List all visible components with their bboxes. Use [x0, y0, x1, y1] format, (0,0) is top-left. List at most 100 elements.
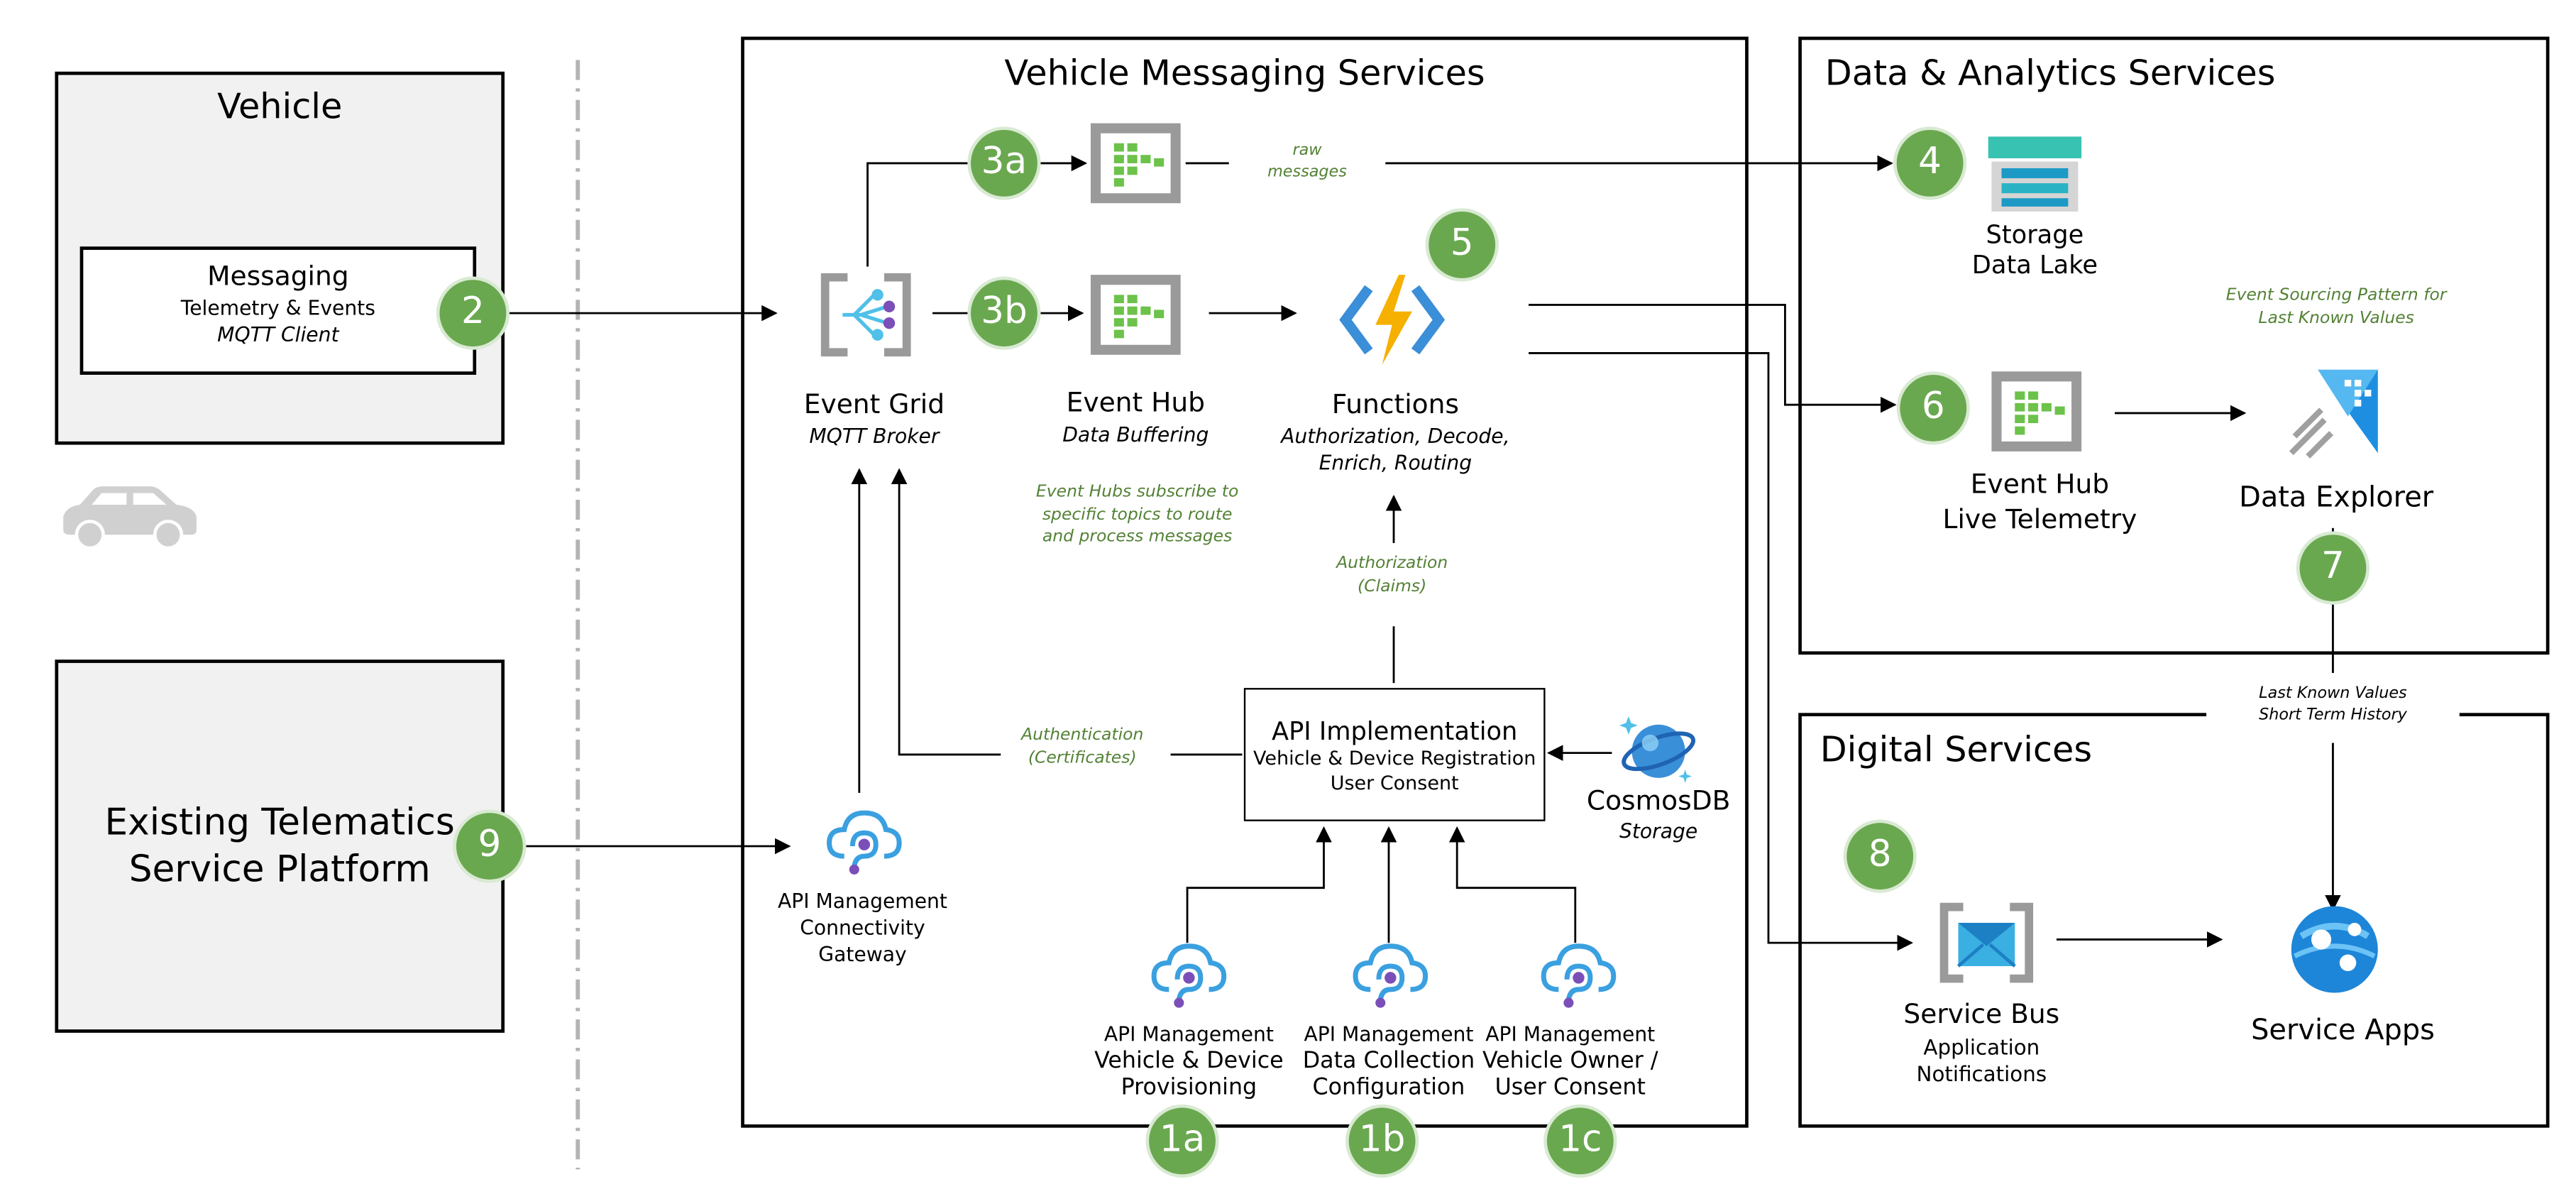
- event-sourcing-note-line1: Event Sourcing Pattern for: [2225, 286, 2447, 305]
- messaging-line2: MQTT Client: [217, 323, 339, 347]
- service-apps-label: Service Apps: [2251, 1014, 2435, 1048]
- apim-owner-line2: Vehicle Owner /: [1482, 1047, 1658, 1075]
- car-icon: [63, 486, 197, 550]
- step-badge-1a: 1a: [1149, 1107, 1216, 1175]
- vms-title: Vehicle Messaging Services: [1004, 53, 1485, 94]
- apim-data-collection-label: API Management Data Collection Configura…: [1282, 1021, 1495, 1101]
- apim-provisioning-label: API Management Vehicle & Device Provisio…: [1082, 1021, 1295, 1101]
- digital-title: Digital Services: [1820, 729, 2093, 770]
- event-grid-label: Event Grid: [803, 388, 945, 420]
- digital-services-panel: [1798, 713, 2550, 1128]
- arrow-auth-to-event-grid: [891, 468, 1001, 756]
- step-badge-6: 6: [1900, 374, 1967, 442]
- vehicle-messaging-services-panel: [741, 36, 1749, 1128]
- api-impl-line2: User Consent: [1330, 771, 1459, 795]
- event-hubs-note-line2: specific topics to route: [1042, 505, 1233, 524]
- event-hub-buffering-icon: [1090, 275, 1181, 355]
- vehicle-title: Vehicle: [217, 87, 343, 127]
- storage-label-line1: Storage: [1986, 219, 2084, 250]
- cosmosdb-sub: Storage: [1619, 819, 1698, 843]
- api-management-data-collection-icon: [1353, 943, 1429, 1008]
- step-badge-1b: 1b: [1348, 1107, 1416, 1175]
- analytics-title: Data & Analytics Services: [1824, 53, 2276, 94]
- api-implementation-box: [1243, 688, 1546, 821]
- apim-data-collection-line2: Data Collection: [1302, 1047, 1475, 1075]
- storage-label: Storage Data Lake: [1935, 220, 2135, 280]
- service-bus-icon: [1939, 902, 2034, 983]
- data-explorer-label: Data Explorer: [2239, 481, 2434, 515]
- step-badge-7: 7: [2299, 535, 2367, 602]
- step-badge-9: 9: [456, 813, 523, 880]
- last-known-values-note: Last Known Values Short Term History: [2206, 684, 2460, 727]
- event-hubs-note-line1: Event Hubs subscribe to: [1035, 483, 1239, 502]
- authorization-note-line1: Authorization: [1336, 554, 1448, 574]
- functions-sub2: Enrich, Routing: [1319, 451, 1473, 475]
- service-bus-label: Service Bus: [1903, 997, 2060, 1030]
- event-hub-sub: Data Buffering: [1062, 423, 1209, 447]
- apim-data-collection-line1: API Management: [1304, 1022, 1474, 1046]
- event-grid-icon: [820, 273, 911, 357]
- functions-icon: [1339, 275, 1446, 365]
- apim-gateway-line1: API Management: [777, 889, 947, 913]
- event-hubs-note-line3: and process messages: [1042, 527, 1233, 547]
- service-apps-icon: [2291, 906, 2378, 993]
- step-badge-3b: 3b: [971, 280, 1037, 347]
- raw-messages-line2: messages: [1267, 163, 1347, 182]
- apim-provisioning-line2: Vehicle & Device: [1094, 1047, 1284, 1075]
- step-badge-1c: 1c: [1546, 1107, 1614, 1175]
- lkv-note-line1: Last Known Values: [2259, 684, 2407, 703]
- api-management-provisioning-icon: [1151, 943, 1227, 1008]
- api-management-owner-icon: [1541, 943, 1617, 1008]
- live-telemetry-label: Event Hub Live Telemetry: [1915, 466, 2164, 537]
- api-impl-title: API Implementation: [1271, 716, 1518, 747]
- apim-gateway-label: API Management Connectivity Gateway: [749, 888, 976, 968]
- event-sourcing-note: Event Sourcing Pattern for Last Known Va…: [2215, 285, 2458, 329]
- data-explorer-icon: [2289, 369, 2378, 459]
- event-hub-live-telemetry-icon: [1991, 371, 2082, 451]
- event-hubs-note: Event Hubs subscribe to specific topics …: [1015, 481, 1259, 549]
- step-badge-4: 4: [1896, 130, 1964, 197]
- arrow-functions-to-live-telemetry: [1529, 304, 1897, 413]
- authentication-note-line2: (Certificates): [1028, 748, 1137, 767]
- arrow-functions-to-service-bus: [1529, 352, 1914, 951]
- messaging-title: Messaging: [207, 260, 349, 292]
- api-impl-line1: Vehicle & Device Registration: [1253, 746, 1536, 770]
- cosmosdb-icon: [1619, 716, 1695, 783]
- telematics-title-line1: Existing Telematics: [104, 803, 455, 845]
- apim-provisioning-line1: API Management: [1103, 1022, 1274, 1046]
- storage-label-line2: Data Lake: [1971, 249, 2098, 280]
- arrow-provisioning-to-api: [1186, 826, 1332, 943]
- authentication-note-line1: Authentication: [1021, 726, 1144, 745]
- cosmosdb-label: CosmosDB: [1586, 784, 1731, 816]
- authorization-note-line2: (Claims): [1358, 577, 1427, 596]
- lkv-note-bg: [2206, 672, 2460, 743]
- apim-owner-label: API Management Vehicle Owner / User Cons…: [1465, 1021, 1675, 1101]
- event-hub-raw-icon: [1090, 123, 1181, 204]
- service-bus-line1: Application: [1923, 1034, 2040, 1060]
- step-badge-5: 5: [1429, 212, 1496, 278]
- live-telemetry-line1: Event Hub: [1970, 468, 2110, 500]
- apim-gateway-line3: Gateway: [818, 943, 907, 966]
- telematics-title-line2: Service Platform: [128, 849, 431, 892]
- step-badge-3a: 3a: [971, 130, 1037, 197]
- authorization-note: Authorization (Claims): [1312, 553, 1472, 598]
- telematics-panel: [55, 659, 505, 1033]
- apim-provisioning-line3: Provisioning: [1121, 1074, 1257, 1102]
- step-badge-2: 2: [439, 280, 507, 347]
- event-hub-label: Event Hub: [1066, 386, 1205, 418]
- functions-sub1: Authorization, Decode,: [1281, 425, 1510, 449]
- line-event-grid-to-3a: [866, 162, 971, 267]
- api-management-gateway-icon: [827, 810, 902, 875]
- event-grid-sub: MQTT Broker: [809, 425, 940, 449]
- messaging-box: [79, 246, 477, 375]
- storage-data-lake-icon: [1988, 136, 2082, 212]
- apim-data-collection-line3: Configuration: [1312, 1074, 1465, 1102]
- apim-owner-line1: API Management: [1485, 1022, 1656, 1046]
- step-badge-8: 8: [1846, 823, 1914, 890]
- authentication-note: Authentication (Certificates): [996, 725, 1169, 770]
- data-analytics-panel: [1798, 36, 2550, 655]
- service-bus-line2: Notifications: [1916, 1061, 2047, 1086]
- apim-gateway-line2: Connectivity: [800, 916, 925, 940]
